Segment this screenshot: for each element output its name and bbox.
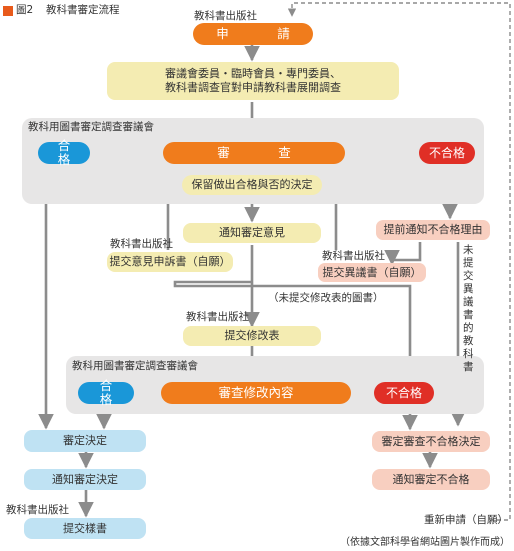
review-node: 審 查 (163, 142, 345, 164)
publisher-bottom-label: 教科書出版社 (6, 504, 69, 516)
investigation-line-2: 教科書調查官對申請教科書展開調查 (165, 81, 341, 94)
notify-fail-node: 通知審定不合格 (372, 469, 490, 490)
pass-node-1: 合 格 (38, 139, 93, 167)
submit-revision-node: 提交修改表 (183, 326, 321, 346)
figure-label-marker (3, 6, 13, 16)
figure-title: 教科書審定流程 (46, 4, 120, 16)
not-submitted-vertical-label: 未提交異議書的教科書 (463, 244, 474, 373)
reapply-label: 重新申請（自願） (424, 514, 508, 526)
arrow-prior-objection (384, 242, 422, 266)
submit-objection-node: 提交異議書（自願） (318, 263, 426, 282)
submit-sample-node: 提交樣書 (24, 518, 146, 539)
investigation-node: 審議會委員・臨時會員・專門委員、 教科書調查官對申請教科書展開調查 (107, 62, 399, 100)
fail-node-1: 不合格 (419, 142, 475, 164)
review-revision-node: 審查修改內容 (161, 382, 351, 404)
publisher-mid-right-label: 教科書出版社 (322, 250, 385, 262)
arrow-unrevised-fail2 (173, 280, 418, 382)
figure-credit: （依據文部科學省網站圖片製作而成） (340, 537, 510, 548)
not-submitted-revision-label: （未提交修改表的圖書） (268, 292, 384, 304)
submit-appeal-node: 提交意見申訴書（自願） (107, 252, 233, 272)
approval-decision-node: 審定決定 (24, 430, 146, 452)
investigation-line-1: 審議會委員・臨時會員・專門委員、 (165, 67, 341, 80)
council-label-1: 教科用圖書審定調查審議會 (28, 121, 154, 133)
publisher-revision-label: 教科書出版社 (186, 311, 249, 323)
notify-approval-node: 通知審定決定 (24, 469, 146, 490)
fail-decision-node: 審定審查不合格決定 (372, 431, 490, 452)
pass-node-2: 合 格 (78, 379, 135, 407)
reserve-decision-node: 保留做出合格與否的決定 (182, 175, 322, 195)
apply-node: 申 請 (193, 23, 313, 45)
prior-fail-notice-node: 提前通知不合格理由 (376, 220, 490, 240)
notify-opinion-node: 通知審定意見 (183, 223, 321, 243)
reapply-loop-line (287, 2, 511, 521)
figure-number: 圖2 (16, 4, 34, 16)
publisher-top-label: 教科書出版社 (194, 10, 257, 22)
council-label-2: 教科用圖書審定調查審議會 (72, 360, 198, 372)
fail-node-2: 不合格 (374, 382, 434, 404)
publisher-mid-left-label: 教科書出版社 (110, 238, 173, 250)
